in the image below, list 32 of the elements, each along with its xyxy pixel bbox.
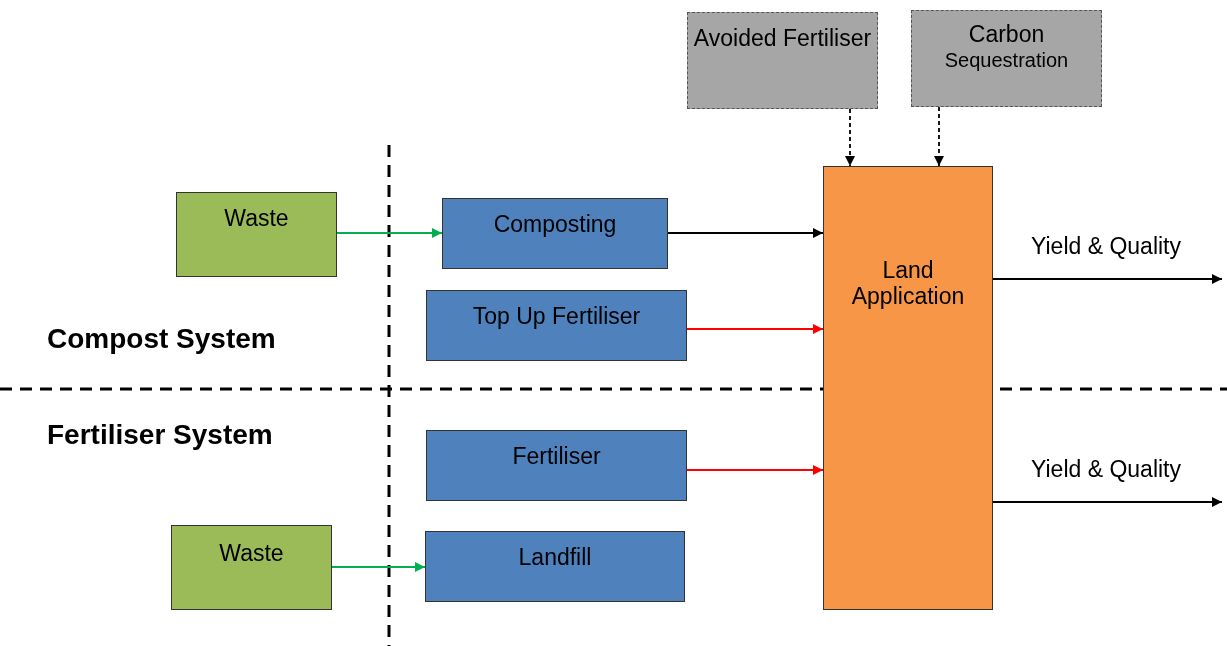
process-box bbox=[426, 430, 687, 501]
process-box bbox=[426, 290, 687, 361]
box-label: Avoided Fertiliser bbox=[693, 25, 872, 51]
box-label: Waste bbox=[219, 540, 284, 566]
box-label: Carbon bbox=[968, 21, 1045, 47]
box-label: Fertiliser bbox=[512, 443, 601, 469]
box-label: Land Application bbox=[850, 257, 966, 309]
edge-label: Yield & Quality bbox=[1031, 456, 1181, 483]
dashed-box bbox=[911, 10, 1102, 107]
arrow bbox=[934, 106, 944, 167]
arrow bbox=[331, 562, 426, 572]
arrow bbox=[336, 228, 443, 238]
edge-label: Yield & Quality bbox=[1031, 233, 1181, 260]
section-label: Fertiliser System bbox=[47, 419, 273, 451]
waste-box bbox=[176, 192, 337, 277]
arrow bbox=[992, 497, 1223, 507]
process-box bbox=[425, 531, 685, 602]
arrow bbox=[845, 108, 855, 167]
section-label: Compost System bbox=[47, 323, 276, 355]
box-label: Composting bbox=[493, 211, 617, 237]
waste-box bbox=[171, 525, 332, 610]
box-label: Waste bbox=[224, 205, 289, 231]
box-label: Top Up Fertiliser bbox=[472, 303, 641, 329]
arrow bbox=[686, 465, 824, 475]
box-label: Sequestration bbox=[944, 48, 1069, 73]
land-application-box bbox=[823, 166, 993, 610]
arrow bbox=[667, 228, 824, 238]
box-label: Landfill bbox=[518, 544, 592, 570]
arrow bbox=[686, 324, 824, 334]
dashed-box bbox=[687, 12, 878, 109]
arrow bbox=[992, 274, 1223, 284]
process-box bbox=[442, 198, 668, 269]
